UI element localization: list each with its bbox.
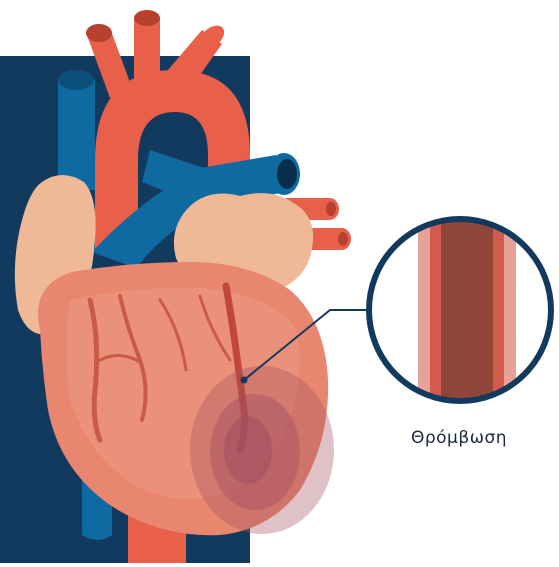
superior-vena-cava	[58, 73, 95, 190]
infarct-zone-core	[224, 416, 272, 484]
callout-pointer-dot	[241, 377, 248, 384]
thrombosis-label: Θρόμβωση	[384, 428, 534, 448]
artery-cross-section-icon	[369, 210, 551, 410]
left-carotid-artery	[134, 18, 160, 80]
